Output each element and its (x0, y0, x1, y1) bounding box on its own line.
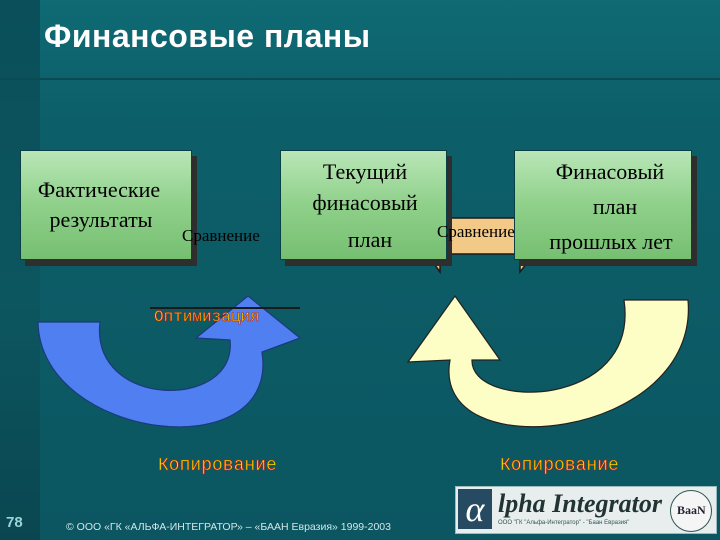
actual-results-line-2: результаты (49, 207, 153, 232)
slide-number: 78 (6, 514, 23, 531)
actual-results-line-1: Фактические (37, 177, 161, 202)
compare-label-left: Сравнение (182, 226, 260, 245)
current-plan-line-1: Текущий (322, 159, 408, 184)
page-title: Финансовые планы (44, 18, 371, 54)
logo-alpha: α (458, 489, 492, 529)
copy-label-left: Копирование (158, 456, 277, 477)
actual-results-box (20, 150, 192, 260)
current-plan-line-3: план (347, 227, 393, 252)
copy-label-right: Копирование (500, 456, 619, 477)
hidden-optimization-label: Оптимизация (154, 308, 260, 327)
logo-text: lpha Integrator (498, 489, 662, 518)
yellow-curved-arrow (406, 294, 689, 428)
company-logo: α lpha Integrator ООО "ГК "Альфа-Интегра… (455, 486, 717, 534)
copyright: © ООО «ГК «АЛЬФА-ИНТЕГРАТОР» – «БААН Евр… (66, 521, 391, 533)
logo-seal-text: BaaN (677, 503, 706, 517)
logo-seal: BaaN (670, 490, 712, 532)
current-plan-line-2: финасовый (312, 190, 418, 215)
current-plan-box (280, 150, 447, 260)
past-plan-line-3: прошлых лет (549, 229, 673, 254)
compare-label-right: Сравнение (437, 222, 515, 241)
logo-subtitle: ООО "ГК "Альфа-Интегратор" - "Баан Евраз… (498, 520, 630, 526)
title-divider (0, 78, 720, 80)
past-plan-line-1: Финасовый (555, 159, 665, 184)
past-plan-box (514, 150, 692, 260)
left-strip (0, 0, 40, 540)
blue-curved-arrow (37, 295, 302, 428)
past-plan-line-2: план (592, 194, 638, 219)
